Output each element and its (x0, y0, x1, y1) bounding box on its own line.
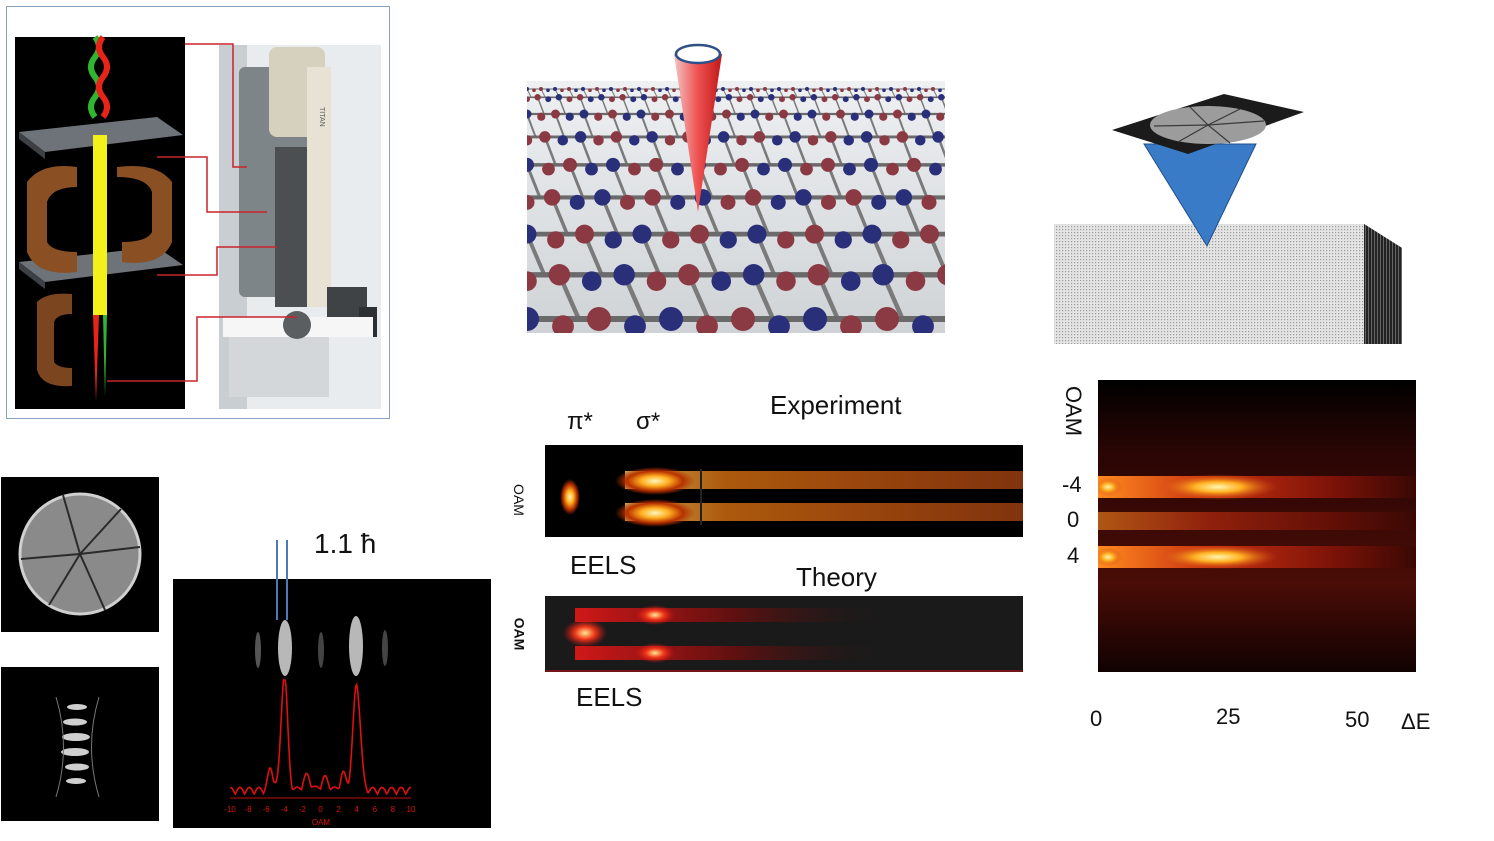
experiment-xlabel: EELS (570, 550, 637, 580)
oam-spectrum-curve (230, 679, 411, 796)
oam-map-ytick-4: 4 (1067, 543, 1080, 568)
spectrum-xtick: 10 (407, 805, 416, 814)
graphene-lattice-figure (527, 81, 945, 333)
oam-map-xlabel: ΔE (1401, 709, 1431, 734)
oam-map-band-0 (1098, 512, 1416, 530)
spectrum-xtick: 0 (318, 805, 323, 814)
beam-red-split (93, 315, 99, 402)
mask-and-sample-figure (1054, 94, 1402, 344)
aperture-plate-top (19, 117, 183, 152)
oam-map-xtick-0: 0 (1090, 706, 1103, 731)
experiment-band-lower (625, 503, 1023, 521)
spectrum-xtick: -2 (299, 805, 307, 814)
theory-ylabel: OAM (511, 617, 528, 651)
theory-band-lower (575, 646, 895, 660)
diffraction-pattern (1, 667, 159, 821)
tem-schematic: TITAN (15, 35, 381, 409)
oam-map-ytick-0: 0 (1067, 507, 1080, 532)
experiment-title: Experiment (770, 390, 902, 420)
electron-probe-cone (674, 43, 722, 212)
oam-map-ytick-neg4: -4 (1062, 472, 1082, 497)
peak-label-pi: π* (567, 408, 593, 435)
oam-map-xtick-50: 50 (1345, 707, 1370, 732)
spectrum-xlabel: OAM (312, 818, 331, 827)
beam-green-split (103, 315, 107, 397)
probe-aperture-ring (674, 43, 722, 65)
oam-spot-right (349, 616, 363, 676)
spectrum-xtick: -4 (281, 805, 289, 814)
oam-spacing-label: 1.1 ħ (314, 528, 377, 559)
lens-coil-right (117, 166, 172, 263)
titan-label: TITAN (318, 107, 325, 127)
mask-micrograph (1, 477, 159, 632)
peak-label-sigma: σ* (636, 408, 661, 435)
graphene-lattice (527, 87, 945, 333)
spectrum-background (173, 579, 491, 828)
theory-band-upper (575, 608, 895, 622)
beam-red-wave (96, 35, 110, 119)
theory-oam-map (545, 596, 1023, 672)
theory-title: Theory (796, 562, 877, 592)
spectrum-xtick: 4 (354, 805, 359, 814)
spectrum-xtick: 2 (336, 805, 341, 814)
spectrum-xtick: -6 (263, 805, 271, 814)
spectrum-xtick: -8 (245, 805, 253, 814)
spectrum-xtick: 8 (391, 805, 396, 814)
lens-coil-left (27, 166, 77, 273)
oam-energy-map (1098, 380, 1416, 672)
experiment-oam-map (545, 445, 1023, 537)
spectrum-xtick: -10 (224, 805, 236, 814)
oam-spot-left (278, 620, 292, 676)
oam-spectrum-panel: -10 -8 -6 -4 -2 0 2 4 6 8 10 OAM (173, 540, 491, 828)
beam-yellow (93, 135, 107, 315)
experiment-band-upper (625, 471, 1023, 489)
connector-line (185, 43, 247, 168)
oam-map-xtick-25: 25 (1216, 704, 1241, 729)
oam-map-ylabel: OAM (1061, 385, 1087, 437)
theory-xlabel: EELS (576, 682, 643, 712)
experiment-ylabel: OAM (510, 484, 527, 516)
spectrum-xtick: 6 (373, 805, 378, 814)
tem-figure: TITAN (6, 6, 390, 419)
